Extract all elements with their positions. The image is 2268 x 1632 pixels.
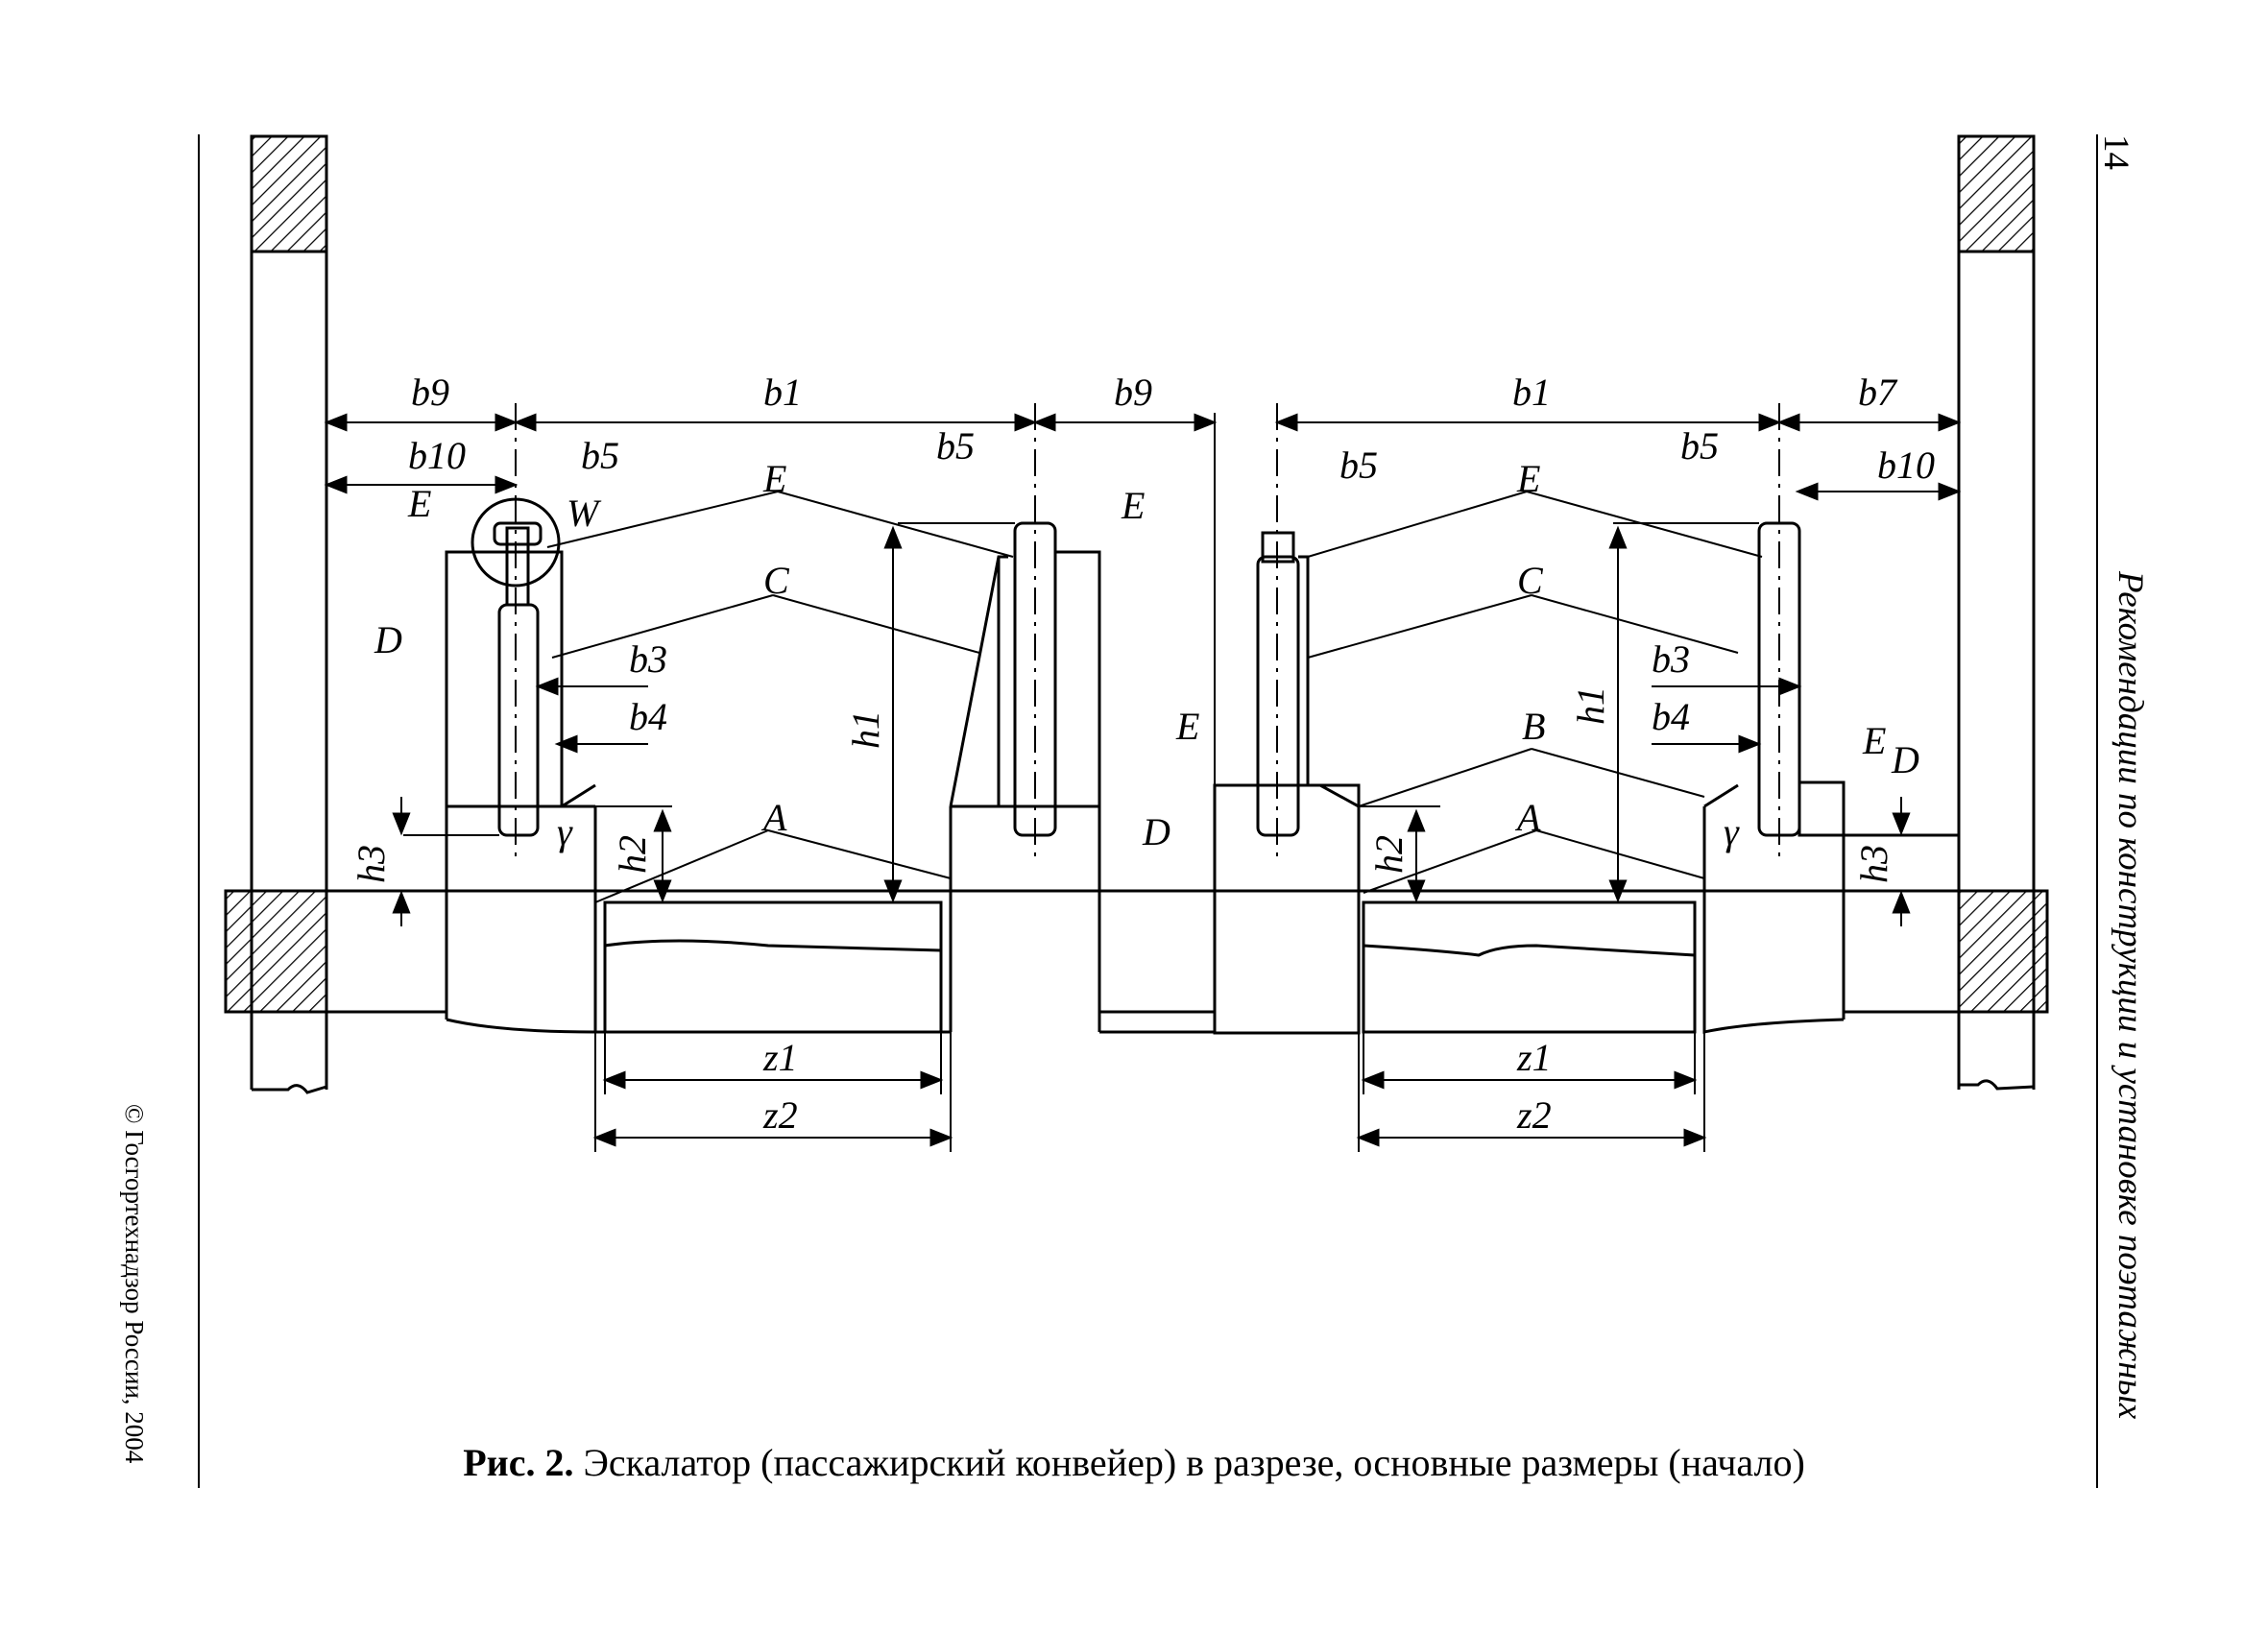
- label-h2-right: h2: [1367, 835, 1411, 874]
- caption-label: Рис. 2.: [463, 1441, 574, 1484]
- label-b5-4: b5: [1680, 424, 1719, 468]
- label-b5-1: b5: [581, 434, 619, 477]
- left-wall-top-hatched: [250, 134, 328, 253]
- caption-text: Эскалатор (пассажирский конвейер) в разр…: [583, 1441, 1805, 1484]
- floor-beam-right-hatched: [1957, 889, 2049, 1014]
- left-handrail-post: [497, 603, 540, 837]
- label-C-left: C: [763, 559, 790, 602]
- label-b9-center: b9: [1114, 371, 1152, 414]
- label-D-3: D: [1891, 738, 1919, 781]
- label-b1-right: b1: [1512, 371, 1551, 414]
- label-b3-right: b3: [1652, 637, 1690, 681]
- label-C-right: C: [1517, 559, 1544, 602]
- label-b7: b7: [1858, 371, 1898, 414]
- label-gamma-left: γ: [557, 810, 573, 853]
- right-step-A: [1362, 900, 1697, 1034]
- left-skirt-D: [445, 550, 564, 808]
- label-b1-left: b1: [763, 371, 802, 414]
- label-D-1: D: [374, 618, 402, 661]
- center-right-deck-B: [1213, 783, 1361, 1035]
- label-W: W: [567, 492, 602, 535]
- label-z1-left: z1: [762, 1036, 798, 1079]
- label-A-left: A: [760, 796, 787, 839]
- label-E-5: E: [1175, 705, 1199, 748]
- right-wall-top-hatched: [1957, 134, 2036, 253]
- label-h3-right: h3: [1852, 845, 1895, 883]
- left-step-A: [603, 900, 943, 1034]
- label-D-2: D: [1142, 810, 1170, 853]
- label-b10-left: b10: [408, 434, 466, 477]
- label-E-6: E: [1862, 719, 1886, 762]
- right-margin-rule: [2096, 134, 2098, 1488]
- left-margin-rule: [198, 134, 200, 1488]
- label-b9-left: b9: [411, 371, 449, 414]
- label-B: B: [1522, 705, 1545, 748]
- figure-caption: Рис. 2. Эскалатор (пассажирский конвейер…: [0, 1440, 2268, 1485]
- label-b5-3: b5: [1339, 444, 1378, 487]
- label-h1-left: h1: [844, 710, 887, 749]
- label-A-right: A: [1514, 796, 1541, 839]
- label-b3-left: b3: [629, 637, 667, 681]
- label-b4-left: b4: [629, 695, 667, 738]
- label-z2-left: z2: [762, 1093, 798, 1137]
- label-gamma-right: γ: [1724, 810, 1740, 853]
- label-z1-right: z1: [1516, 1036, 1552, 1079]
- label-b10-right: b10: [1877, 444, 1935, 487]
- label-E-1: E: [407, 482, 431, 525]
- label-h3-left: h3: [350, 845, 393, 883]
- label-h2-left: h2: [611, 835, 654, 874]
- label-b5-2: b5: [936, 424, 975, 468]
- label-z2-right: z2: [1516, 1093, 1552, 1137]
- label-E-2: E: [762, 457, 786, 500]
- label-h1-right: h1: [1569, 686, 1612, 725]
- label-b4-right: b4: [1652, 695, 1690, 738]
- label-E-4: E: [1516, 457, 1540, 500]
- label-E-3: E: [1121, 484, 1145, 527]
- floor-beam-left-hatched: [224, 889, 328, 1014]
